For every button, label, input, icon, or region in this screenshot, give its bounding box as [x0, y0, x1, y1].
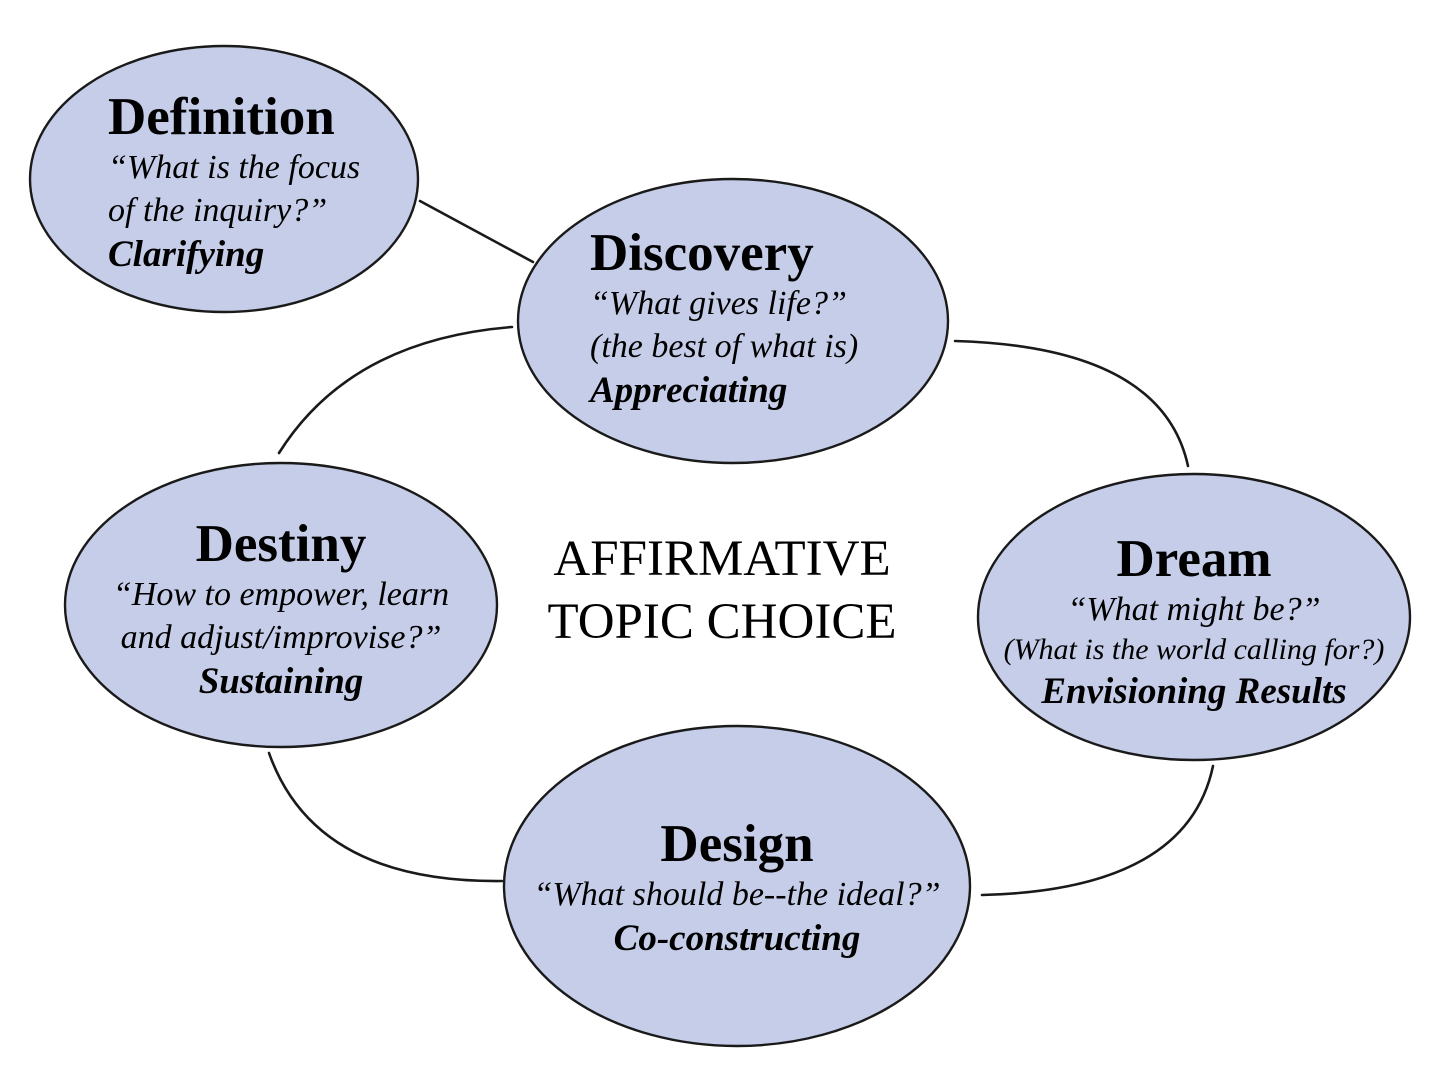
- node-design-title: Design: [660, 815, 814, 873]
- node-design-practice: Co-constructing: [613, 918, 861, 959]
- definition-ellipse: [28, 44, 420, 314]
- node-dream: Dream “What might be?” (What is the worl…: [964, 530, 1424, 714]
- destiny-ellipse: [63, 461, 499, 749]
- node-destiny-quote-line2: and adjust/improvise?”: [120, 619, 442, 656]
- node-discovery-title: Discovery: [590, 224, 814, 282]
- node-destiny: Destiny “How to empower, learn and adjus…: [51, 515, 511, 704]
- node-definition-quote-line2: of the inquiry?”: [108, 192, 328, 229]
- node-destiny-title: Destiny: [195, 515, 367, 573]
- node-definition-quote-line1: “What is the focus: [108, 149, 361, 186]
- node-destiny-practice: Sustaining: [198, 661, 364, 702]
- node-definition-practice: Clarifying: [108, 234, 265, 275]
- connector-destiny-design: [267, 751, 504, 883]
- node-definition-title: Definition: [108, 88, 335, 146]
- node-discovery-quote-line2: (the best of what is): [590, 328, 859, 365]
- connector-definition-discovery: [418, 199, 535, 264]
- node-dream-practice: Envisioning Results: [1041, 671, 1347, 712]
- node-discovery-quote-line1: “What gives life?”: [590, 285, 847, 322]
- node-design: Design “What should be--the ideal?” Co-c…: [497, 815, 977, 961]
- node-discovery-practice: Appreciating: [590, 370, 788, 411]
- node-dream-quote-line2: (What is the world calling for?): [1003, 633, 1385, 666]
- node-definition: Definition “What is the focus of the inq…: [108, 88, 360, 277]
- center-title-line2: TOPIC CHOICE: [547, 594, 897, 650]
- connector-dream-design: [980, 764, 1215, 897]
- connector-discovery-destiny: [277, 325, 514, 455]
- center-title: AFFIRMATIVE TOPIC CHOICE: [512, 528, 932, 654]
- node-design-quote-line1: “What should be--the ideal?”: [533, 876, 941, 913]
- node-dream-quote-line1: “What might be?”: [1067, 591, 1321, 628]
- discovery-ellipse: [516, 177, 950, 465]
- node-dream-title: Dream: [1116, 530, 1272, 588]
- node-discovery: Discovery “What gives life?” (the best o…: [590, 224, 858, 413]
- node-destiny-quote-line1: “How to empower, learn: [112, 576, 450, 613]
- design-ellipse: [502, 724, 972, 1048]
- dream-ellipse: [976, 472, 1412, 762]
- center-title-line1: AFFIRMATIVE: [553, 531, 891, 587]
- connector-discovery-dream: [953, 339, 1190, 468]
